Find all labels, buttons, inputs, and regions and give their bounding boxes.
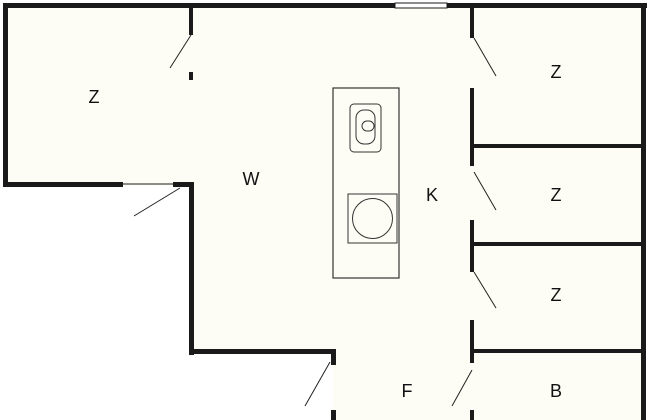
wall-top-left [5,3,395,8]
wall-divider-3 [472,349,646,353]
label-kitchen: K [426,185,438,205]
wall-hall-left [331,349,336,365]
wall-left [3,3,8,187]
label-bathroom: B [550,381,562,401]
floor-bedroom-right-1 [472,5,644,146]
door-swings [133,34,497,407]
wall-hall-bath-lower [470,410,474,420]
wall-hall-left-low [331,410,336,420]
floor-bedroom-top-left [5,5,193,186]
label-bedroom-top-left: Z [89,87,100,107]
door-bedroom-top-left [169,34,192,69]
floor-bathroom [472,350,644,420]
walls [3,3,647,420]
door-living-left [133,187,181,217]
entrance-opening [394,2,448,9]
wall-top-right [447,3,647,8]
label-hall: F [402,381,413,401]
wall-divider-2 [472,242,646,246]
floor-hall [333,350,474,420]
room-labels: Z W K Z Z Z F B [89,62,563,401]
island-counter [332,87,400,279]
wall-partition-upper [189,3,193,35]
wall-divider-1 [472,144,646,148]
wall-kitchen-right-d [470,320,474,354]
label-living: W [243,169,260,189]
floor-living-kitchen [190,5,474,353]
floor-bedroom-right-2 [472,146,644,244]
openings [123,2,448,185]
door-bathroom [451,369,473,407]
wall-living-left [189,182,194,355]
wall-hall-bath-upper [470,349,474,363]
cooktop-icon [347,193,398,244]
floor-bedroom-right-3 [472,244,644,353]
wall-living-bottom [189,349,336,354]
sink-icon [349,103,382,153]
door-right-2 [473,171,497,211]
floor-areas [5,5,644,420]
door-right-3 [473,271,497,309]
kitchen-island [332,87,400,279]
wall-bedroom-bottom-b [173,182,193,187]
label-bedroom-right-3: Z [551,285,562,305]
wall-partition-lower [189,72,193,80]
door-hall [304,361,331,407]
wall-right [641,3,646,420]
door-right-1 [473,37,497,77]
wall-kitchen-right-b [470,88,474,166]
label-bedroom-right-1: Z [551,62,562,82]
wall-bedroom-bottom-a [3,182,123,187]
wall-kitchen-right-a [470,8,474,38]
label-bedroom-right-2: Z [551,185,562,205]
